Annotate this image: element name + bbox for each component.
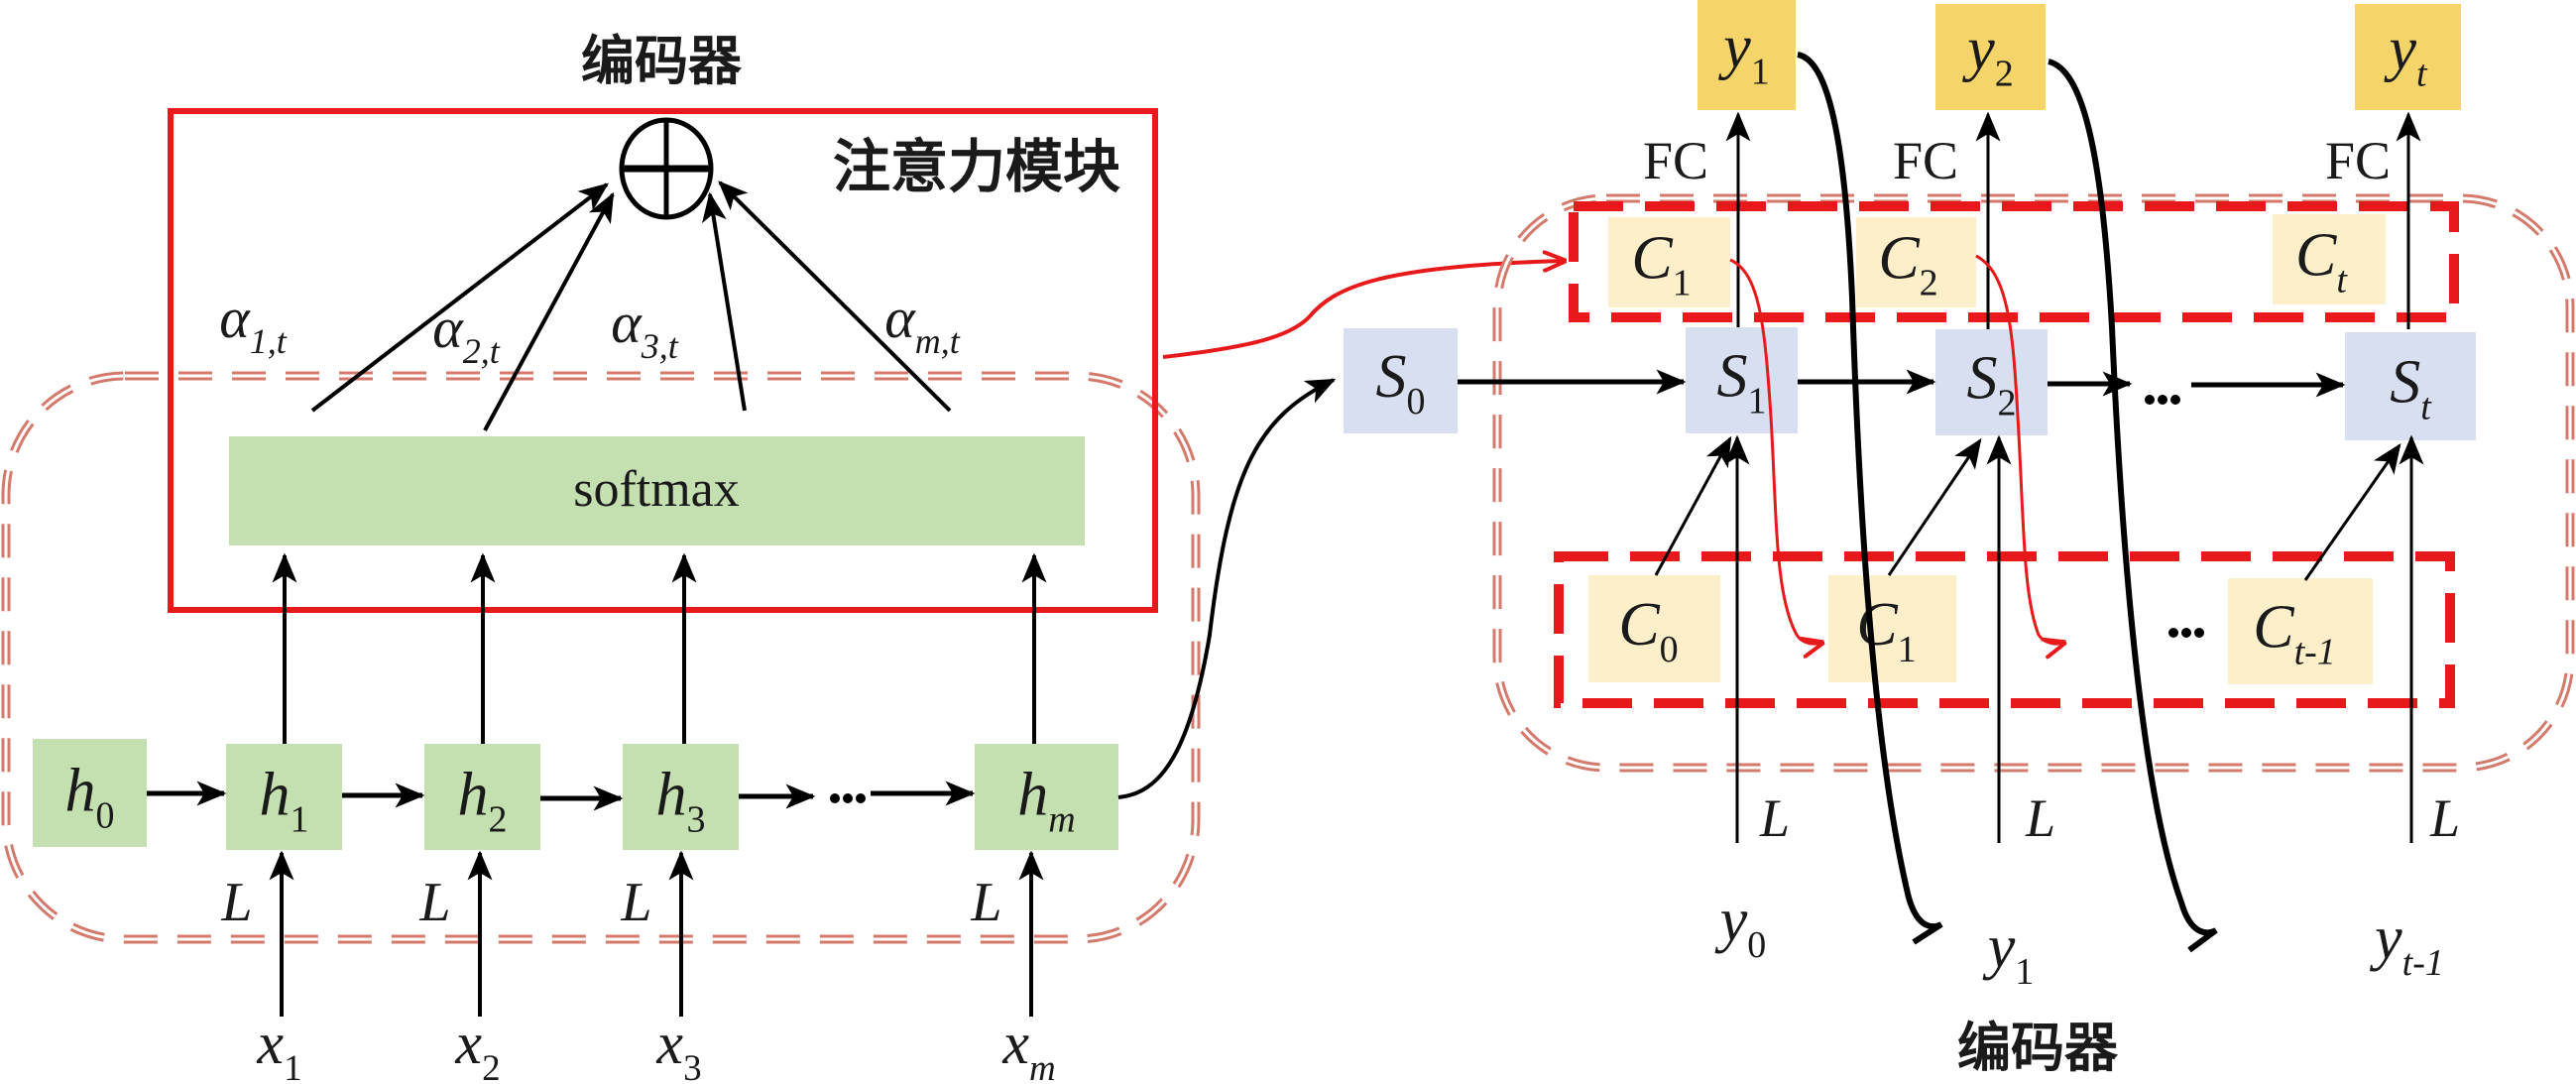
context-bottom-box-0 [1588, 575, 1720, 682]
context-top-label-1: C1 [1631, 225, 1691, 304]
encoder-group-outline [1, 371, 1201, 944]
context-top-box-t [2273, 214, 2386, 304]
decoder-state-ellipsis [2145, 395, 2180, 405]
output-box-1 [1698, 0, 1796, 110]
context-top-box-1 [1608, 217, 1730, 307]
state-box-t [2345, 332, 2476, 440]
attention-weight-labels: α1,t α2,t α3,t αm,t [219, 286, 960, 371]
attention-arrow-3 [702, 191, 747, 412]
input-label-1: x1 [256, 1011, 301, 1084]
hidden-state-label-3: h3 [656, 762, 706, 841]
state-box-1 [1686, 327, 1798, 433]
state-label-0: S0 [1376, 343, 1426, 422]
fc-label: FC [2325, 131, 2391, 190]
layer-label-L: L [2429, 788, 2460, 848]
hidden-state-label-m: hm [1017, 762, 1075, 841]
context-feedback-curve-1 [1729, 258, 1822, 644]
output-feedback-curve-2 [2048, 59, 2218, 953]
output-label-1: y1 [1717, 14, 1770, 93]
attention-to-context-connector [1162, 261, 1565, 359]
alpha-label-2-t: α2,t [432, 296, 500, 371]
context-feedback-curve-2 [1975, 254, 2064, 644]
hidden-state-box-2 [424, 744, 540, 850]
encoder-chain: h0 h1 h2 h3 hm x1 Lx2 Lx3 Lxm L [33, 261, 1565, 1084]
context-top-box-2 [1856, 217, 1976, 307]
context-to-state-arrow-1 [1654, 435, 1732, 576]
context-to-state-arrow-t [2303, 442, 2401, 581]
decoder-input-label-tminus1: yt-1 [2369, 904, 2444, 984]
context-bottom-box-t-1 [2228, 578, 2373, 684]
output-label-t: yt [2383, 16, 2428, 95]
hidden-state-label-1: h1 [260, 762, 309, 841]
hidden-state-box-m [975, 744, 1118, 850]
layer-label-L: L [620, 872, 651, 933]
output-feedback-curve-1 [1797, 52, 1943, 945]
alpha-label-1-t: α1,t [219, 286, 287, 361]
layer-label-L: L [2025, 788, 2055, 848]
output-label-2: y2 [1961, 16, 2014, 95]
context-bottom-label-t-1: Ct-1 [2253, 594, 2336, 673]
softmax-label: softmax [573, 461, 740, 518]
fc-label: FC [1893, 131, 1958, 190]
context-bottom-label-0: C0 [1618, 591, 1678, 670]
decoder-title: 编码器 [1957, 1017, 2119, 1079]
input-label-2: x2 [454, 1011, 500, 1084]
attention-module-box [168, 108, 1158, 613]
output-box-2 [1935, 4, 2046, 110]
context-bottom-label-1: C1 [1856, 591, 1916, 670]
decoder-input-label-0: y0 [1714, 887, 1767, 966]
hidden-state-box-3 [623, 744, 739, 850]
context-top-label-2: C2 [1878, 225, 1937, 304]
fc-label: FC [1643, 131, 1708, 190]
context-top-group [1569, 201, 2459, 322]
layer-label-L: L [418, 872, 450, 933]
encoder-title: 编码器 [581, 30, 743, 92]
output-box-t [2355, 4, 2461, 110]
hidden-state-label-2: h2 [458, 762, 508, 841]
encoder-to-decoder-curve [1117, 378, 1337, 799]
context-top-label-t: Ct [2295, 222, 2348, 301]
context-to-state-arrow-2 [1887, 437, 1982, 576]
state-box-2 [1935, 329, 2048, 435]
layer-label-L: L [220, 872, 252, 933]
decoder-input-label-1: y1 [1982, 913, 2035, 993]
attention-weight-arrows [310, 181, 952, 431]
sum-combine-icon [619, 117, 714, 220]
state-label-1: S1 [1717, 343, 1767, 422]
state-box-0 [1344, 328, 1458, 433]
input-label-3: x3 [655, 1011, 701, 1084]
state-label-2: S2 [1967, 345, 2017, 424]
hidden-state-box-1 [226, 744, 342, 850]
layer-label-L: L [970, 872, 1001, 933]
attention-arrow-1 [310, 182, 609, 413]
decoder-group-outline [1492, 193, 2575, 773]
hidden-state-label-0: h0 [65, 758, 115, 837]
alpha-label-m-t: αm,t [884, 286, 960, 361]
decoder-context-ellipsis [2168, 628, 2204, 638]
softmax-box [229, 436, 1085, 545]
state-label-t: St [2390, 349, 2432, 428]
attention-arrow-2 [483, 191, 615, 431]
alpha-label-3-t: α3,t [611, 291, 678, 366]
attention-arrow-4 [718, 181, 952, 413]
input-label-m: xm [1001, 1011, 1055, 1084]
attention-module-title: 注意力模块 [833, 133, 1120, 200]
hidden-state-box-0 [33, 739, 147, 847]
context-bottom-group [1554, 551, 2455, 708]
context-bottom-box-1 [1828, 575, 1956, 682]
layer-label-L: L [1759, 788, 1790, 848]
encoder-ellipsis [830, 793, 866, 803]
